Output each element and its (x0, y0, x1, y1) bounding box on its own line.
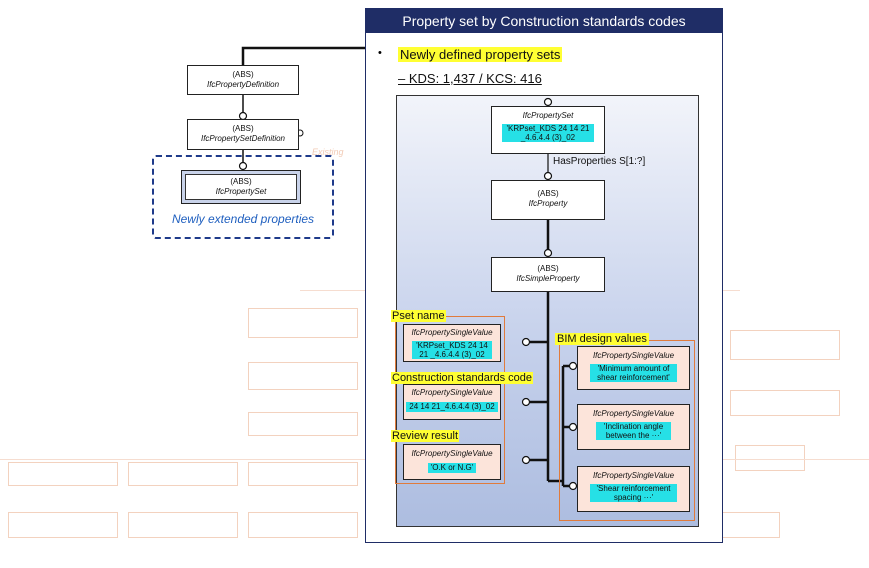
entity-name: IfcPropertySet (215, 187, 267, 196)
abs-label: (ABS) (232, 124, 254, 133)
bullet-heading: Newly defined property sets (398, 47, 563, 62)
abs-label: (ABS) (232, 70, 254, 79)
pset-name-label: Pset name (391, 310, 446, 322)
entity-ifc-property-definition: (ABS) IfcPropertyDefinition (187, 65, 299, 95)
ghost-entity (248, 512, 358, 538)
value: 'Minimum amount of shear reinforcement' (590, 364, 677, 382)
entity-ifc-property-set-detail: IfcPropertySet 'KRPset_KDS 24 14 21 _4.6… (491, 106, 605, 154)
ghost-entity (248, 412, 358, 436)
entity-name: IfcPropertySingleValue (592, 409, 675, 418)
has-properties-label: HasProperties S[1:?] (553, 156, 646, 167)
entity-ifc-property: (ABS) IfcProperty (491, 180, 605, 220)
ghost-entity (8, 462, 118, 486)
value: 'O.K or N.G' (428, 463, 476, 473)
entity-name: IfcPropertySingleValue (592, 471, 675, 480)
entity-name: IfcPropertySingleValue (592, 351, 675, 360)
review-result-label: Review result (391, 430, 460, 442)
entity-name: IfcPropertyDefinition (206, 80, 280, 89)
left-value-group (395, 316, 505, 484)
extended-caption: Newly extended properties (171, 212, 315, 226)
entity-name: IfcSimpleProperty (516, 274, 580, 283)
single-value-review-result: IfcPropertySingleValue 'O.K or N.G' (403, 444, 501, 480)
abs-label: (ABS) (230, 177, 252, 186)
ghost-entity (735, 445, 805, 471)
construction-code-label: Construction standards code (391, 372, 534, 384)
ghost-entity (730, 330, 840, 360)
entity-ifc-simple-property: (ABS) IfcSimpleProperty (491, 257, 605, 292)
entity-name: IfcPropertySingleValue (411, 328, 493, 337)
single-value-bim-1: IfcPropertySingleValue 'Minimum amount o… (577, 346, 690, 390)
ghost-entity (128, 462, 238, 486)
entity-ifc-property-set: (ABS) IfcPropertySet (181, 170, 301, 204)
ghost-entity (730, 390, 840, 416)
entity-name: IfcPropertySingleValue (411, 449, 493, 458)
abs-label: (ABS) (537, 189, 559, 198)
extended-properties-box (152, 155, 334, 239)
value: 24 14 21_4.6.4.4 (3)_02 (406, 402, 498, 412)
counts-line: – KDS: 1,437 / KCS: 416 (398, 71, 542, 86)
entity-ifc-property-set-definition: (ABS) IfcPropertySetDefinition (187, 119, 299, 150)
faded-label: Existing (312, 147, 344, 157)
ghost-entity (248, 462, 358, 486)
single-value-bim-3: IfcPropertySingleValue 'Shear reinforcem… (577, 466, 690, 512)
value: 'Shear reinforcement spacing ···' (590, 484, 677, 502)
single-value-construction-code: IfcPropertySingleValue 24 14 21_4.6.4.4 … (403, 384, 501, 420)
value: 'Inclination angle between the ···' (596, 422, 671, 440)
ghost-entity (8, 512, 118, 538)
single-value-pset-name: IfcPropertySingleValue 'KRPset_KDS 24 14… (403, 324, 501, 362)
panel-title-bar (366, 9, 722, 33)
entity-name: IfcPropertySingleValue (411, 388, 493, 397)
value: 'KRPset_KDS 24 14 21 _4.6.4.4 (3)_02 (412, 341, 492, 359)
bim-design-values-label: BIM design values (555, 333, 649, 345)
bullet-icon: • (378, 47, 382, 59)
panel-title: Property set by Construction standards c… (402, 13, 686, 29)
abs-label: (ABS) (537, 264, 559, 273)
entity-name: IfcProperty (528, 199, 568, 208)
ghost-entity (248, 362, 358, 390)
property-set-panel: Property set by Construction standards c… (365, 8, 723, 543)
schema-diagram: IfcPropertySet 'KRPset_KDS 24 14 21 _4.6… (391, 95, 699, 527)
entity-name: IfcPropertySetDefinition (200, 134, 286, 143)
single-value-bim-2: IfcPropertySingleValue 'Inclination angl… (577, 404, 690, 450)
pset-value: 'KRPset_KDS 24 14 21 _4.6.4.4 (3)_02 (502, 124, 594, 142)
schema-connectors (521, 97, 578, 491)
ghost-entity (128, 512, 238, 538)
ghost-entity (248, 308, 358, 338)
entity-name: IfcPropertySet (522, 111, 574, 120)
